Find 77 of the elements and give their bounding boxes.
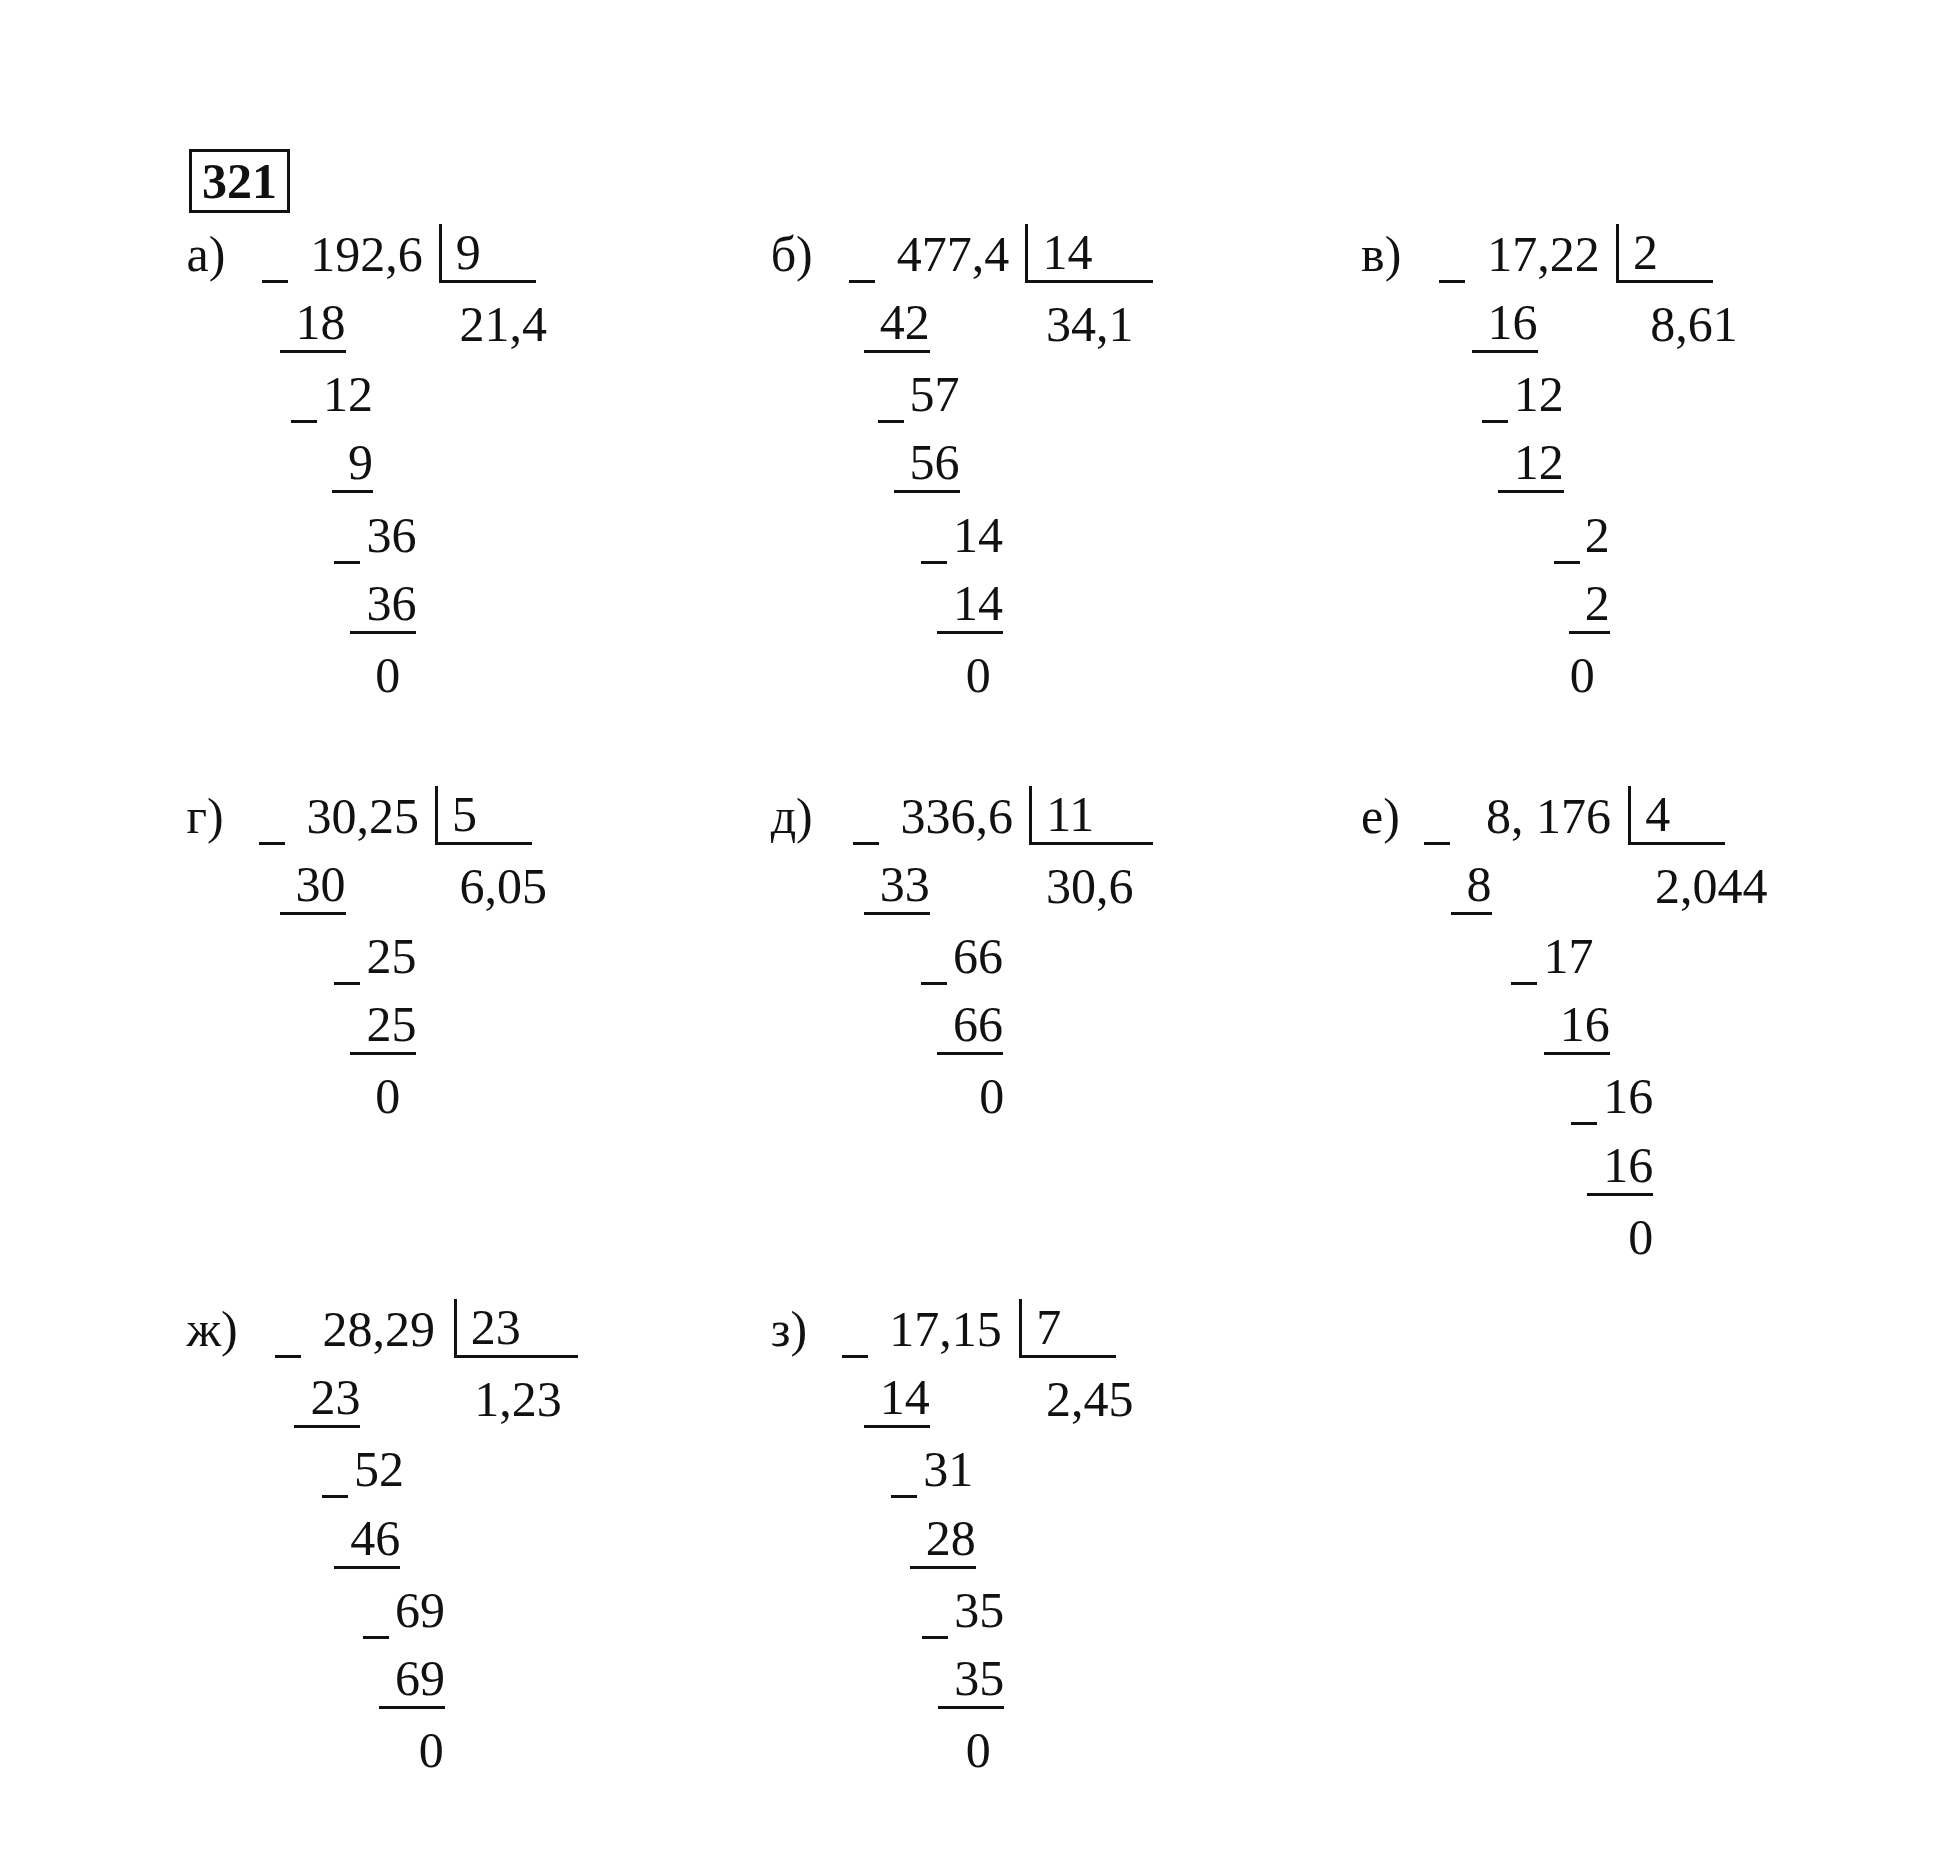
partial-number: 25: [350, 996, 417, 1056]
item-letter: ж): [186, 1299, 238, 1359]
partial-number: 14: [937, 574, 1004, 634]
divisor: 4: [1628, 785, 1726, 845]
item-letter: б): [770, 224, 813, 284]
quotient: 1,23: [474, 1370, 562, 1430]
divisor: 11: [1029, 785, 1154, 845]
divisor: 14: [1025, 223, 1154, 283]
partial-number: 16: [1587, 1136, 1654, 1196]
dividend: 28,29: [322, 1299, 436, 1359]
partial-number: 14: [953, 505, 1004, 565]
partial-number: 31: [923, 1440, 974, 1500]
dividend: 17,15: [889, 1299, 1002, 1359]
remainder-number: 0: [965, 646, 991, 706]
partial-number: 18: [279, 293, 346, 353]
item-letter: з): [770, 1299, 808, 1359]
partial-number: 12: [1497, 434, 1564, 494]
remainder-number: 0: [375, 1067, 401, 1127]
quotient: 2,45: [1046, 1370, 1134, 1430]
partial-number: 17: [1543, 927, 1594, 986]
quotient: 21,4: [459, 294, 547, 354]
partial-number: 36: [366, 505, 417, 565]
partial-number: 42: [863, 293, 930, 353]
partial-number: 28: [909, 1509, 976, 1569]
divisor: 7: [1019, 1298, 1117, 1358]
problem-number: 321: [188, 149, 290, 214]
quotient: 8,61: [1650, 294, 1738, 354]
partial-number: 25: [366, 927, 417, 986]
divisor: 2: [1615, 223, 1713, 283]
dividend: 336,6: [900, 786, 1014, 846]
divisor: 23: [453, 1298, 578, 1358]
partial-number: 66: [937, 996, 1004, 1056]
remainder-number: 0: [418, 1721, 444, 1781]
partial-number: 9: [331, 434, 373, 494]
partial-number: 52: [354, 1440, 404, 1500]
partial-number: 46: [334, 1509, 401, 1569]
partial-number: 16: [1543, 996, 1610, 1056]
remainder-number: 0: [1569, 646, 1595, 706]
partial-number: 69: [379, 1650, 445, 1710]
item-letter: е): [1361, 786, 1400, 846]
partial-number: 69: [395, 1580, 445, 1640]
item-letter: а): [186, 224, 226, 284]
partial-number: 2: [1584, 505, 1610, 565]
dividend: 477,4: [896, 224, 1010, 284]
dividend: 17,22: [1487, 224, 1600, 284]
partial-number: 12: [1513, 365, 1564, 425]
partial-number: 66: [953, 927, 1004, 986]
quotient: 2,044: [1655, 856, 1768, 916]
partial-number: 16: [1603, 1067, 1654, 1127]
item-letter: г): [186, 786, 224, 846]
remainder-number: 0: [1628, 1207, 1654, 1267]
partial-number: 35: [954, 1580, 1005, 1640]
item-letter: д): [770, 786, 813, 846]
dividend: 8, 176: [1485, 786, 1611, 846]
partial-number: 56: [893, 434, 960, 494]
quotient: 30,6: [1046, 856, 1134, 916]
remainder-number: 0: [979, 1067, 1005, 1127]
partial-number: 36: [350, 574, 417, 634]
remainder-number: 0: [965, 1721, 991, 1781]
partial-number: 30: [279, 855, 346, 915]
divisor: 9: [438, 223, 536, 283]
dividend: 30,25: [306, 786, 419, 846]
partial-number: 8: [1450, 855, 1492, 915]
partial-number: 57: [909, 365, 960, 425]
partial-number: 23: [294, 1369, 361, 1429]
item-letter: в): [1361, 224, 1402, 284]
divisor: 5: [435, 785, 532, 845]
partial-number: 35: [938, 1650, 1005, 1710]
partial-number: 16: [1471, 293, 1538, 353]
partial-number: 12: [322, 365, 373, 425]
quotient: 34,1: [1046, 294, 1134, 354]
partial-number: 2: [1568, 574, 1610, 634]
quotient: 6,05: [459, 856, 547, 916]
partial-number: 14: [863, 1369, 930, 1429]
remainder-number: 0: [375, 646, 401, 706]
partial-number: 33: [863, 855, 930, 915]
dividend: 192,6: [310, 224, 423, 284]
